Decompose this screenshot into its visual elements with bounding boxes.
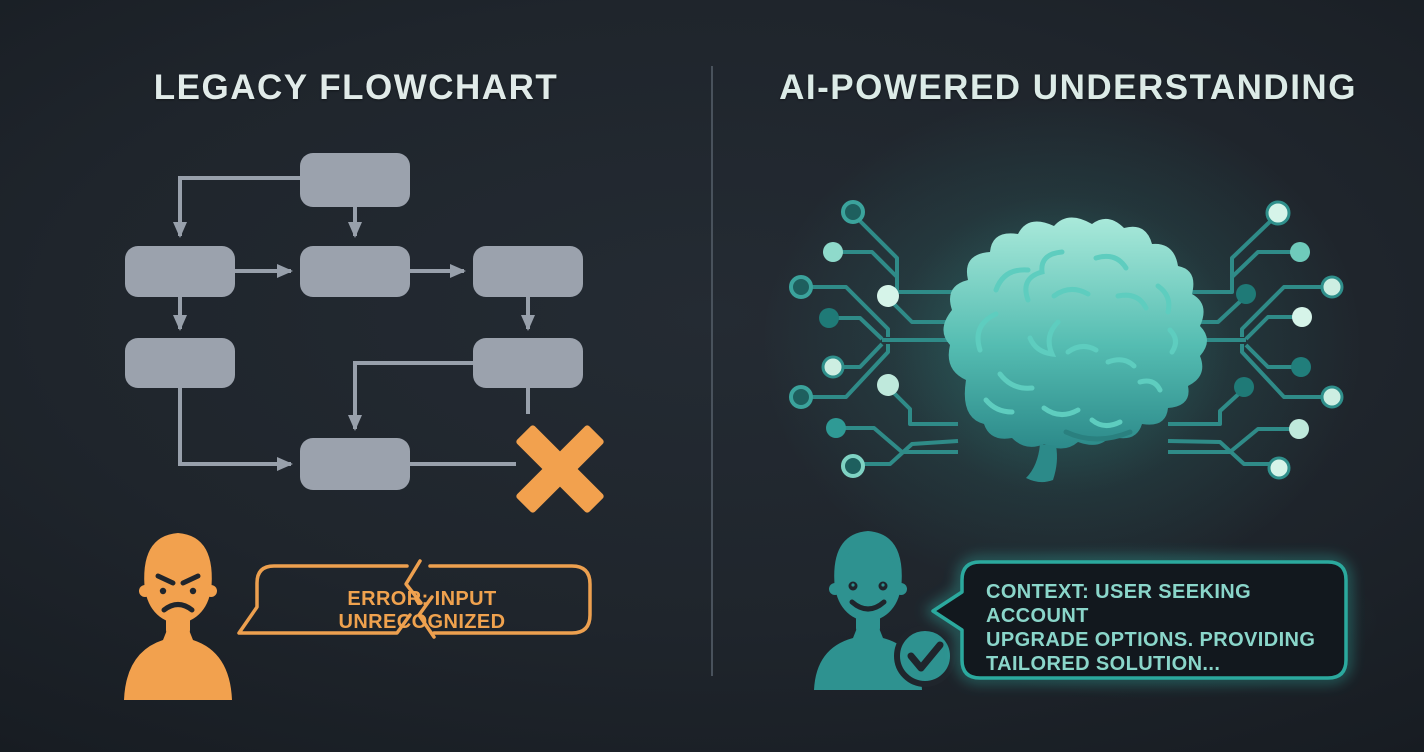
error-bubble-text: ERROR: INPUT UNRECOGNIZED: [338, 588, 506, 633]
flowchart-box: [473, 338, 583, 388]
context-bubble-line: CONTEXT: USER SEEKING ACCOUNT: [986, 581, 1252, 627]
legacy-flowchart-diagram: [125, 153, 604, 513]
left-panel-title: LEGACY FLOWCHART: [153, 68, 559, 107]
flowchart-box: [300, 246, 410, 297]
check-badge-icon: [894, 625, 956, 687]
context-bubble-line: UPGRADE OPTIONS. PROVIDING: [986, 629, 1316, 651]
flowchart-box: [300, 438, 410, 490]
speech-bubble-icon: [924, 557, 1351, 683]
circuit-traces-icon: [789, 200, 1344, 480]
circuit-nodes: [789, 200, 1344, 480]
error-x-icon: [516, 425, 604, 513]
brain-gyri-lines: [975, 249, 1178, 428]
flowchart-box: [300, 153, 410, 207]
flowchart-box: [125, 246, 235, 297]
flowchart-box: [125, 338, 235, 388]
flowchart-box: [473, 246, 583, 297]
flowchart-arrows: [173, 176, 535, 471]
happy-user-icon: [814, 531, 956, 690]
flowchart-boxes: [125, 153, 583, 490]
context-bubble-text: CONTEXT: USER SEEKING ACCOUNT UPGRADE OP…: [986, 580, 1330, 676]
context-bubble-line: TAILORED SOLUTION...: [986, 653, 1221, 675]
ai-brain-icon: [943, 217, 1207, 483]
broken-speech-bubble-icon: [237, 559, 592, 639]
angry-user-icon: [124, 533, 232, 700]
